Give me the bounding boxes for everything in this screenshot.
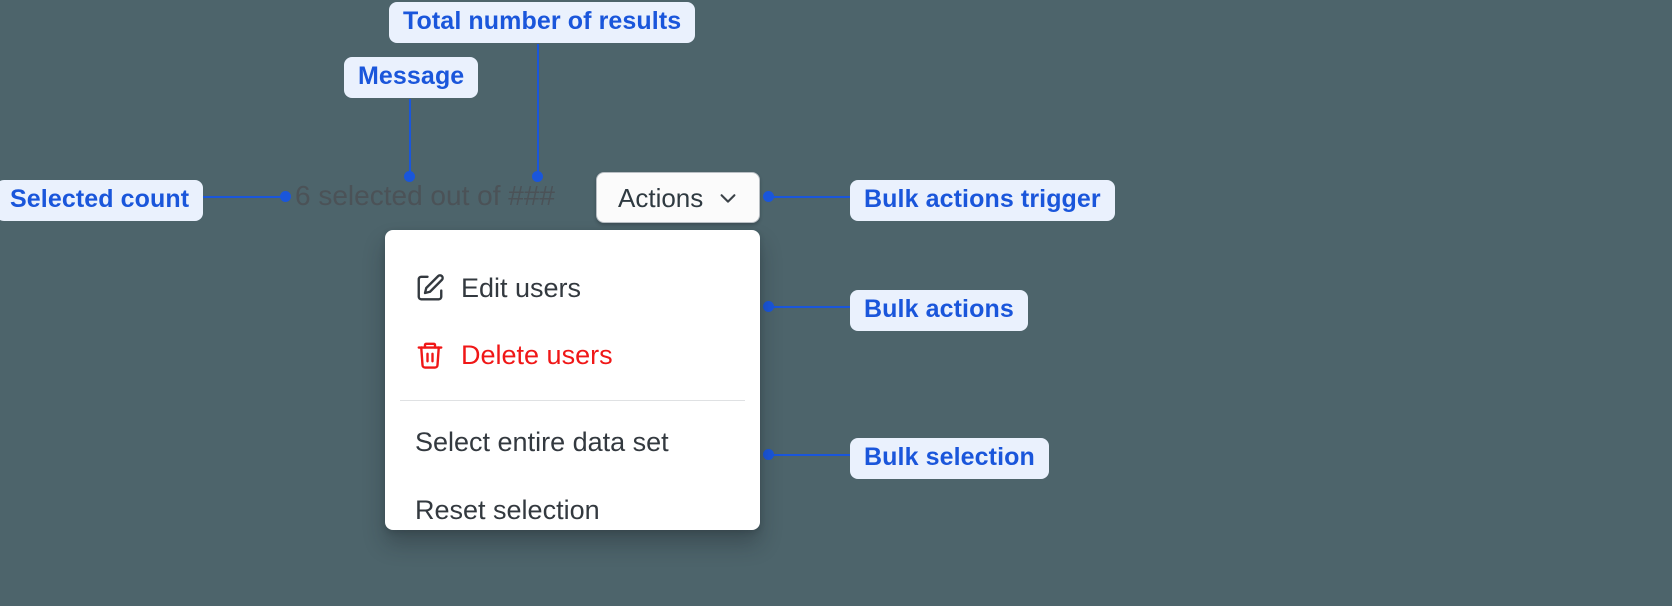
menu-item-label: Select entire data set	[415, 426, 669, 457]
leader-line-bulk-actions	[768, 306, 852, 308]
leader-line-total-results	[537, 44, 539, 176]
menu-item-label: Reset selection	[415, 494, 600, 525]
leader-dot-message	[404, 171, 415, 182]
leader-dot-bulk-actions-trigger	[763, 191, 774, 202]
annotation-message: Message	[344, 57, 479, 98]
annotation-bulk-selection: Bulk selection	[850, 438, 1049, 479]
menu-item-delete-users[interactable]: Delete users	[385, 331, 760, 379]
leader-dot-selected-count	[280, 191, 291, 202]
bulk-actions-menu: Edit users Delete users Select entire da…	[385, 230, 760, 530]
leader-dot-bulk-actions	[763, 301, 774, 312]
annotation-bulk-actions-trigger: Bulk actions trigger	[850, 180, 1115, 221]
menu-divider	[400, 400, 745, 401]
trash-icon	[415, 340, 445, 370]
leader-dot-bulk-selection	[763, 449, 774, 460]
annotation-total-number-of-results: Total number of results	[389, 2, 696, 43]
annotation-selected-count: Selected count	[0, 180, 204, 221]
menu-item-reset-selection[interactable]: Reset selection	[385, 486, 760, 534]
menu-item-label: Delete users	[461, 339, 613, 370]
menu-item-edit-users[interactable]: Edit users	[385, 264, 760, 312]
leader-line-message	[409, 99, 411, 176]
bulk-actions-trigger-button[interactable]: Actions	[596, 172, 760, 223]
bulk-actions-trigger-label: Actions	[618, 182, 704, 213]
chevron-down-icon	[717, 187, 739, 209]
annotation-bulk-actions: Bulk actions	[850, 290, 1028, 331]
selection-count-message: 6 selected out of ###	[295, 180, 555, 211]
leader-dot-total-results	[532, 171, 543, 182]
menu-item-select-entire-data-set[interactable]: Select entire data set	[385, 418, 760, 466]
menu-item-label: Edit users	[461, 272, 582, 303]
leader-line-bulk-selection	[768, 454, 852, 456]
leader-line-selected-count	[200, 196, 286, 198]
leader-line-bulk-actions-trigger	[768, 196, 852, 198]
edit-icon	[415, 273, 445, 303]
